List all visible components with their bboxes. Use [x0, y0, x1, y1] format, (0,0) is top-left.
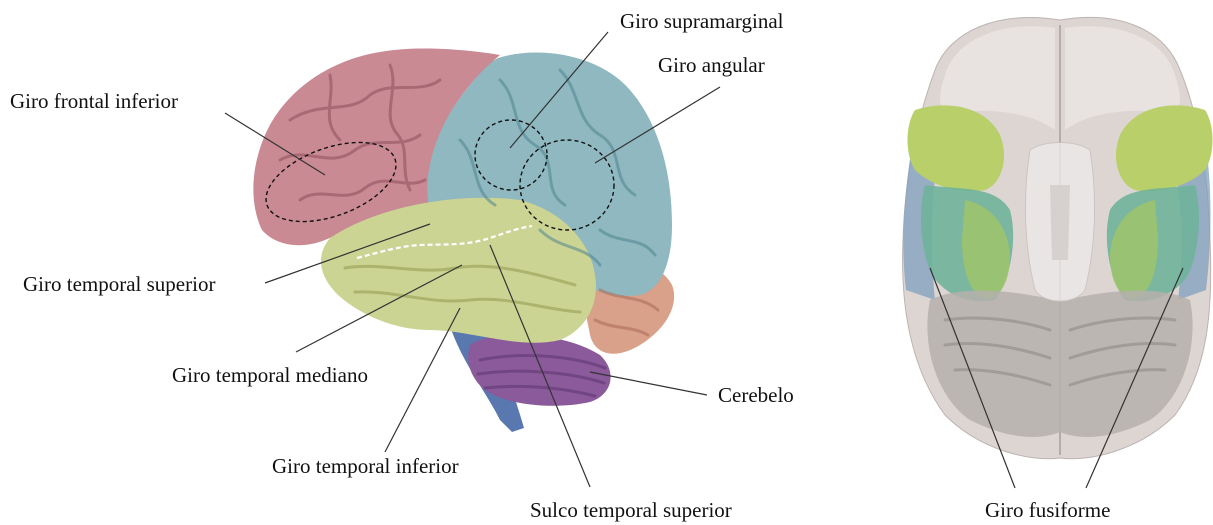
label-giro-temporal-mediano: Giro temporal mediano [172, 363, 368, 387]
label-giro-temporal-superior: Giro temporal superior [23, 272, 215, 296]
label-giro-fusiforme: Giro fusiforme [985, 498, 1110, 522]
ventral-stem-core [1050, 185, 1070, 260]
label-giro-temporal-inferior: Giro temporal inferior [272, 454, 459, 478]
label-cerebelo: Cerebelo [718, 383, 794, 407]
label-giro-frontal-inferior: Giro frontal inferior [10, 89, 178, 113]
label-sulco-temporal-superior: Sulco temporal superior [530, 498, 732, 522]
ventral-brain-view [903, 17, 1213, 458]
label-giro-supramarginal: Giro supramarginal [620, 9, 784, 33]
label-giro-angular: Giro angular [658, 53, 765, 77]
